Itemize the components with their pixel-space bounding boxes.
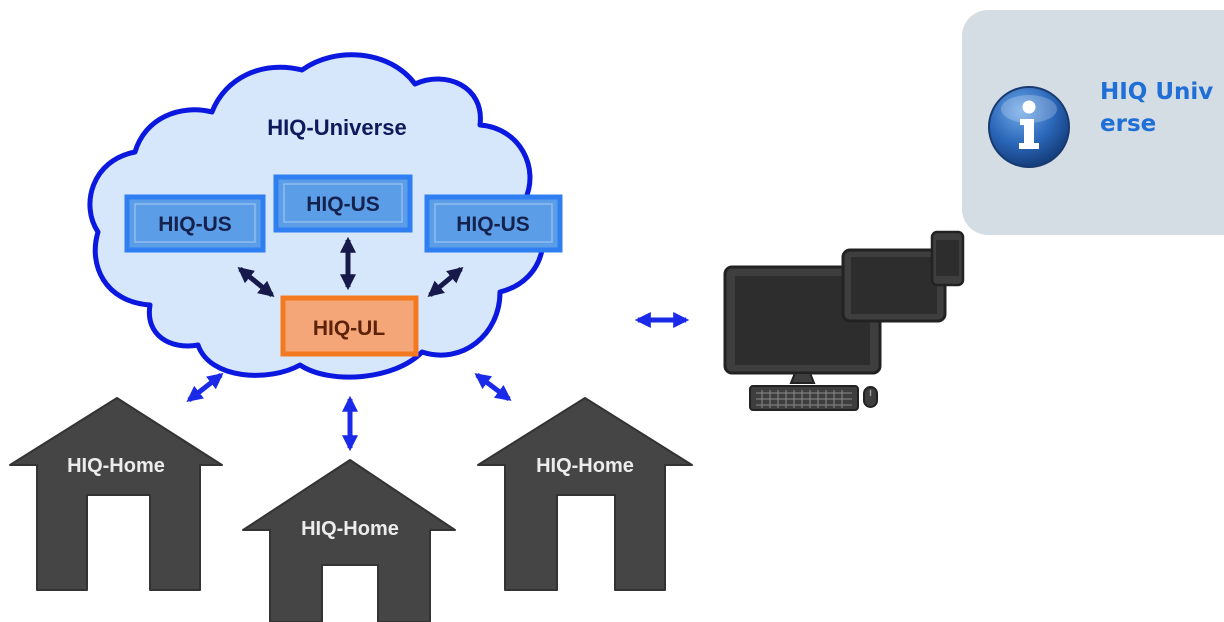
server-node-right[interactable]: HIQ-US <box>424 194 563 253</box>
cloud-title: HIQ-Universe <box>267 115 406 140</box>
server-label: HIQ-US <box>306 193 380 216</box>
arrow-cloud-home-right <box>474 373 512 401</box>
server-inner-frame <box>283 183 403 223</box>
server-box <box>424 194 563 253</box>
mouse-icon <box>863 386 878 408</box>
house-left[interactable]: HIQ-Home <box>9 397 223 591</box>
arrow-server-left-ledger <box>237 266 275 298</box>
server-inner-frame <box>434 203 553 243</box>
server-box <box>273 174 413 233</box>
house-icon <box>242 459 456 622</box>
tablet-screen <box>851 257 937 314</box>
keyboard-icon <box>749 385 859 411</box>
house-label: HIQ-Home <box>536 455 634 477</box>
arrow-server-right-ledger <box>427 266 464 298</box>
ledger-label: HIQ-UL <box>313 317 385 340</box>
monitor-stand <box>789 372 816 384</box>
house-icon <box>477 397 693 591</box>
ledger-box <box>280 295 419 357</box>
house-label: HIQ-Home <box>67 455 165 477</box>
server-node-left[interactable]: HIQ-US <box>124 194 266 253</box>
info-icon[interactable] <box>987 85 1071 169</box>
server-inner-frame <box>134 203 256 243</box>
house-label: HIQ-Home <box>301 518 399 540</box>
keyboard-keys <box>756 390 852 408</box>
house-icon <box>9 397 223 591</box>
arrow-cloud-home-left <box>186 373 224 402</box>
house-center[interactable]: HIQ-Home <box>242 459 456 622</box>
house-right[interactable]: HIQ-Home <box>477 397 693 591</box>
server-box <box>124 194 266 253</box>
info-box-title[interactable]: HIQ Universe <box>1100 79 1214 137</box>
client-devices[interactable] <box>723 230 965 411</box>
ledger-node[interactable]: HIQ-UL <box>280 295 419 357</box>
phone-screen <box>936 240 959 276</box>
server-node-center[interactable]: HIQ-US <box>273 174 413 233</box>
server-label: HIQ-US <box>456 213 530 236</box>
info-box: HIQ Universe <box>962 10 1224 235</box>
server-label: HIQ-US <box>158 213 232 236</box>
